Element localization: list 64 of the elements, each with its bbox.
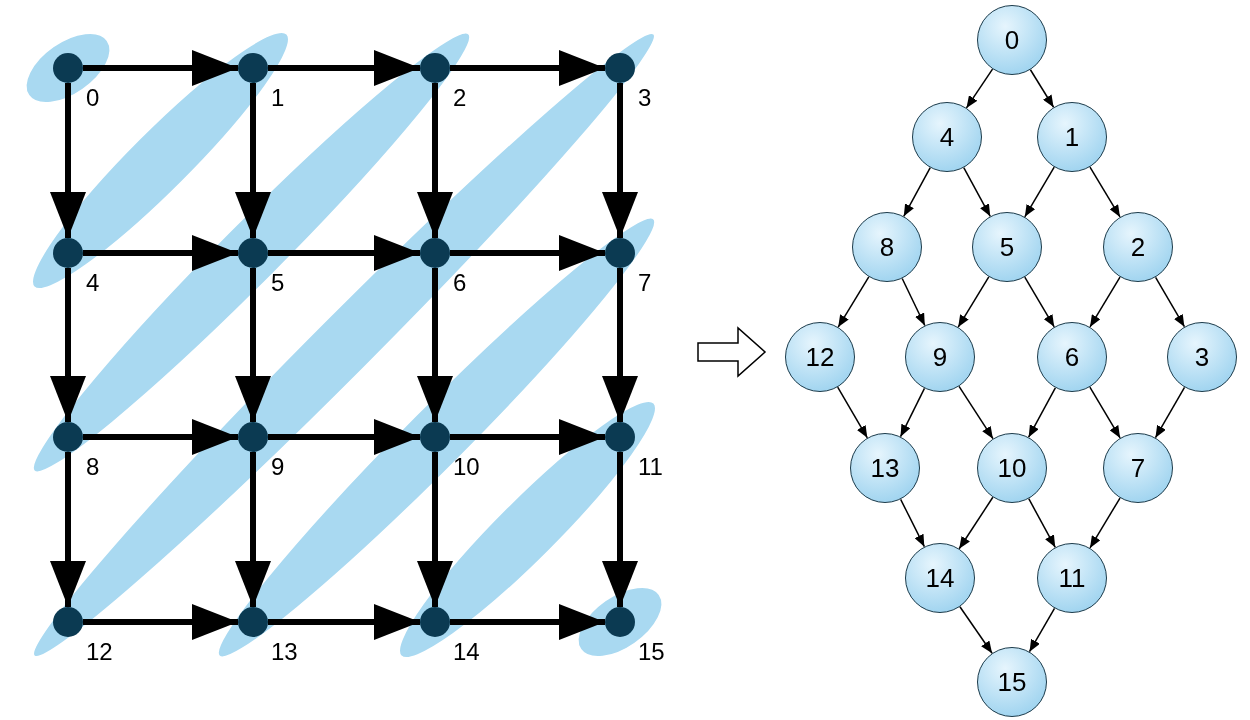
arrow bbox=[957, 276, 990, 328]
arrow bbox=[450, 50, 605, 86]
arrow bbox=[899, 387, 926, 438]
arrow bbox=[901, 277, 926, 327]
arrow bbox=[1024, 166, 1055, 218]
node-number: 13 bbox=[271, 640, 298, 664]
node-number: 4 bbox=[86, 271, 100, 295]
node-number: 8 bbox=[86, 455, 100, 479]
arrow bbox=[268, 604, 420, 640]
node-number: 10 bbox=[453, 455, 480, 479]
arrow bbox=[899, 498, 926, 548]
arrow bbox=[83, 50, 238, 86]
node-number: 6 bbox=[453, 271, 467, 295]
arrow bbox=[602, 268, 638, 422]
node-number: 5 bbox=[271, 271, 285, 295]
node-number: 9 bbox=[271, 455, 285, 479]
node-number: 3 bbox=[638, 86, 652, 110]
arrow bbox=[268, 419, 420, 455]
arrow bbox=[958, 385, 994, 440]
arrow bbox=[1089, 386, 1121, 439]
arrow bbox=[83, 235, 238, 271]
arrow bbox=[965, 68, 994, 109]
arrow bbox=[417, 83, 453, 238]
node-number: 2 bbox=[453, 86, 467, 110]
arrow bbox=[1024, 276, 1055, 328]
arrow bbox=[602, 452, 638, 607]
arrow bbox=[963, 167, 991, 217]
arrow bbox=[1154, 276, 1186, 328]
arrow bbox=[450, 419, 605, 455]
node-number: 0 bbox=[86, 86, 100, 110]
node-number: 11 bbox=[638, 455, 663, 479]
node-number: 7 bbox=[638, 271, 652, 295]
arrow bbox=[50, 268, 86, 422]
arrow bbox=[83, 604, 238, 640]
arrow bbox=[235, 83, 271, 238]
arrow bbox=[836, 386, 869, 439]
arrow bbox=[837, 276, 870, 328]
arrow bbox=[602, 83, 638, 238]
arrow bbox=[1028, 607, 1056, 653]
arrow bbox=[50, 83, 86, 238]
arrow bbox=[959, 606, 993, 654]
arrow bbox=[1028, 498, 1056, 548]
arrow bbox=[268, 50, 420, 86]
arrow bbox=[958, 496, 994, 550]
arrow bbox=[268, 235, 420, 271]
arrow bbox=[1154, 386, 1186, 439]
arrow bbox=[1089, 276, 1121, 328]
arrow bbox=[1089, 497, 1121, 549]
node-number: 14 bbox=[453, 640, 480, 664]
arrow bbox=[450, 235, 605, 271]
arrow bbox=[417, 452, 453, 607]
node-number: 15 bbox=[638, 640, 665, 664]
arrow bbox=[417, 268, 453, 422]
arrow bbox=[1089, 166, 1121, 218]
node-number: 1 bbox=[271, 86, 285, 110]
arrow bbox=[235, 452, 271, 607]
arrow bbox=[903, 167, 931, 217]
arrow bbox=[83, 419, 238, 455]
node-number: 12 bbox=[86, 640, 113, 664]
arrow bbox=[235, 268, 271, 422]
arrow bbox=[1029, 69, 1055, 108]
arrow bbox=[50, 452, 86, 607]
arrow bbox=[450, 604, 605, 640]
arrow bbox=[1027, 387, 1057, 438]
